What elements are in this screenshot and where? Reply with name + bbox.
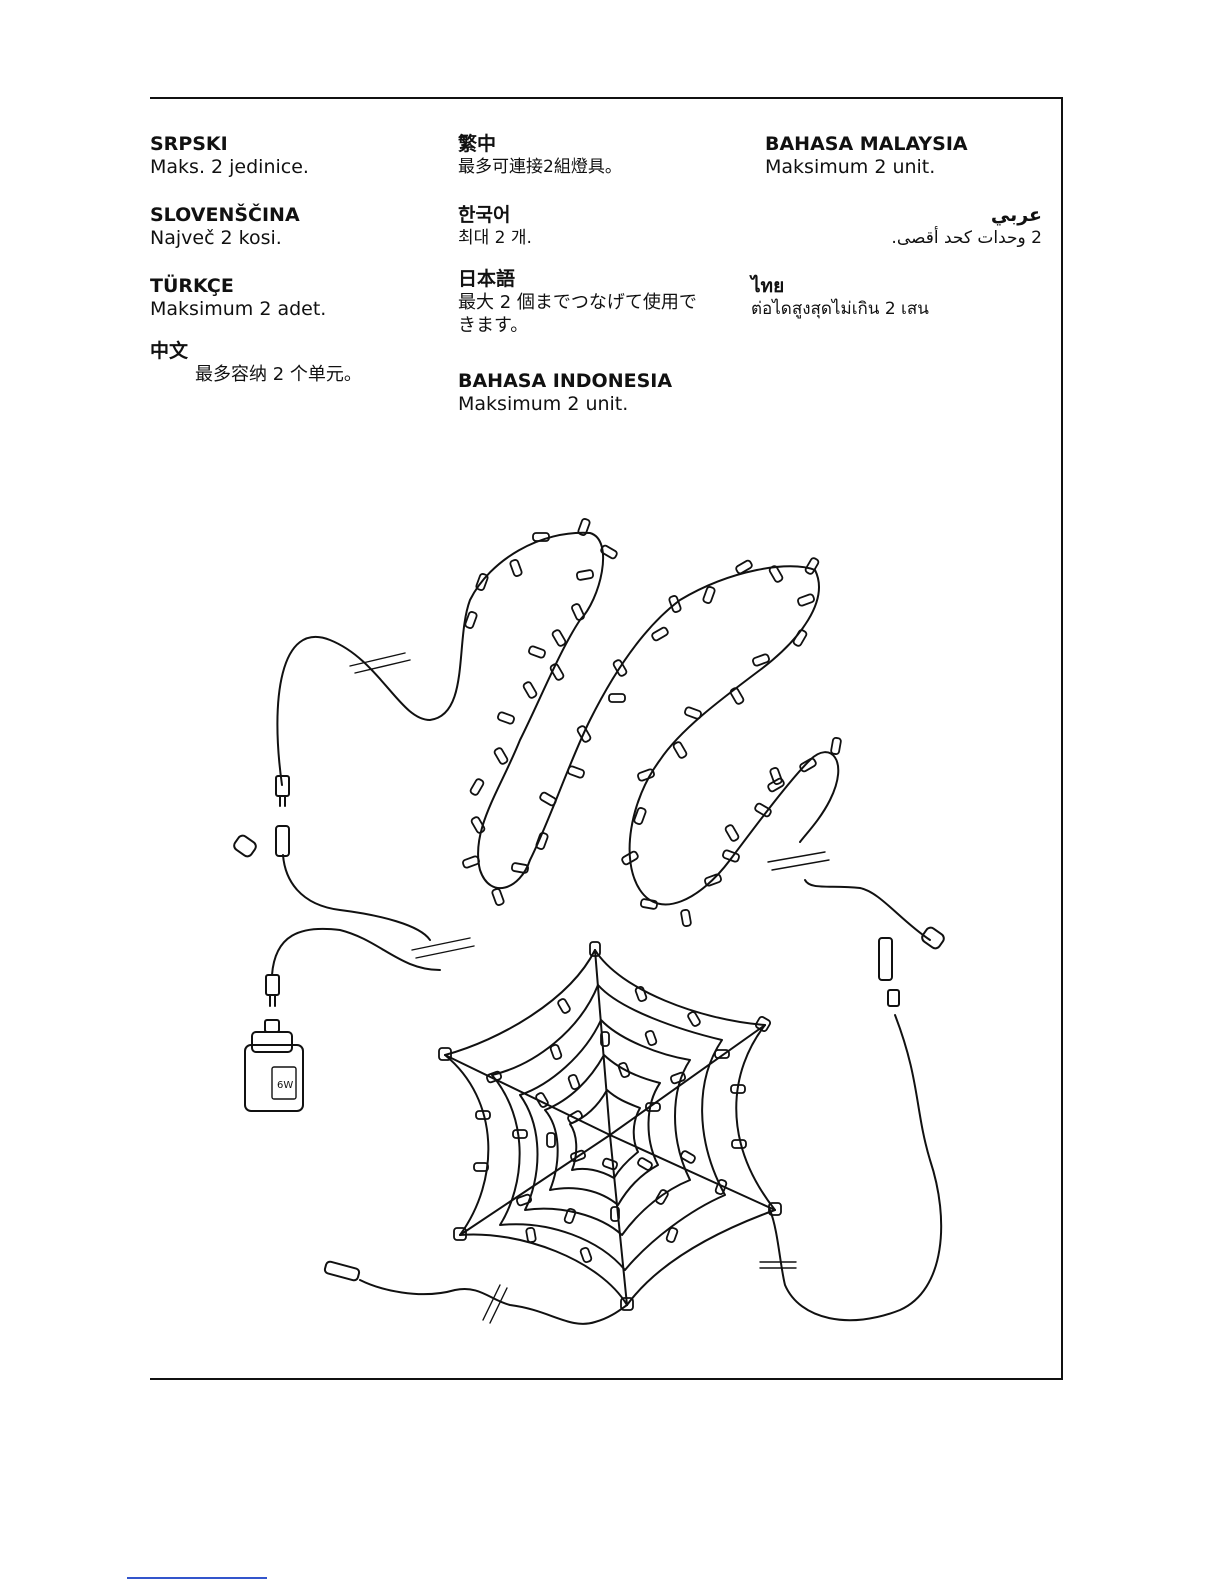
transformer-label: 6W xyxy=(277,1080,293,1091)
wire-paths xyxy=(272,533,941,1324)
transformer xyxy=(245,1020,303,1111)
connector-plugs xyxy=(232,776,946,1281)
break-marks xyxy=(350,653,829,1323)
footer-link-underline xyxy=(127,1577,267,1579)
light-bulbs xyxy=(439,518,841,1310)
spider-web xyxy=(445,950,775,1305)
